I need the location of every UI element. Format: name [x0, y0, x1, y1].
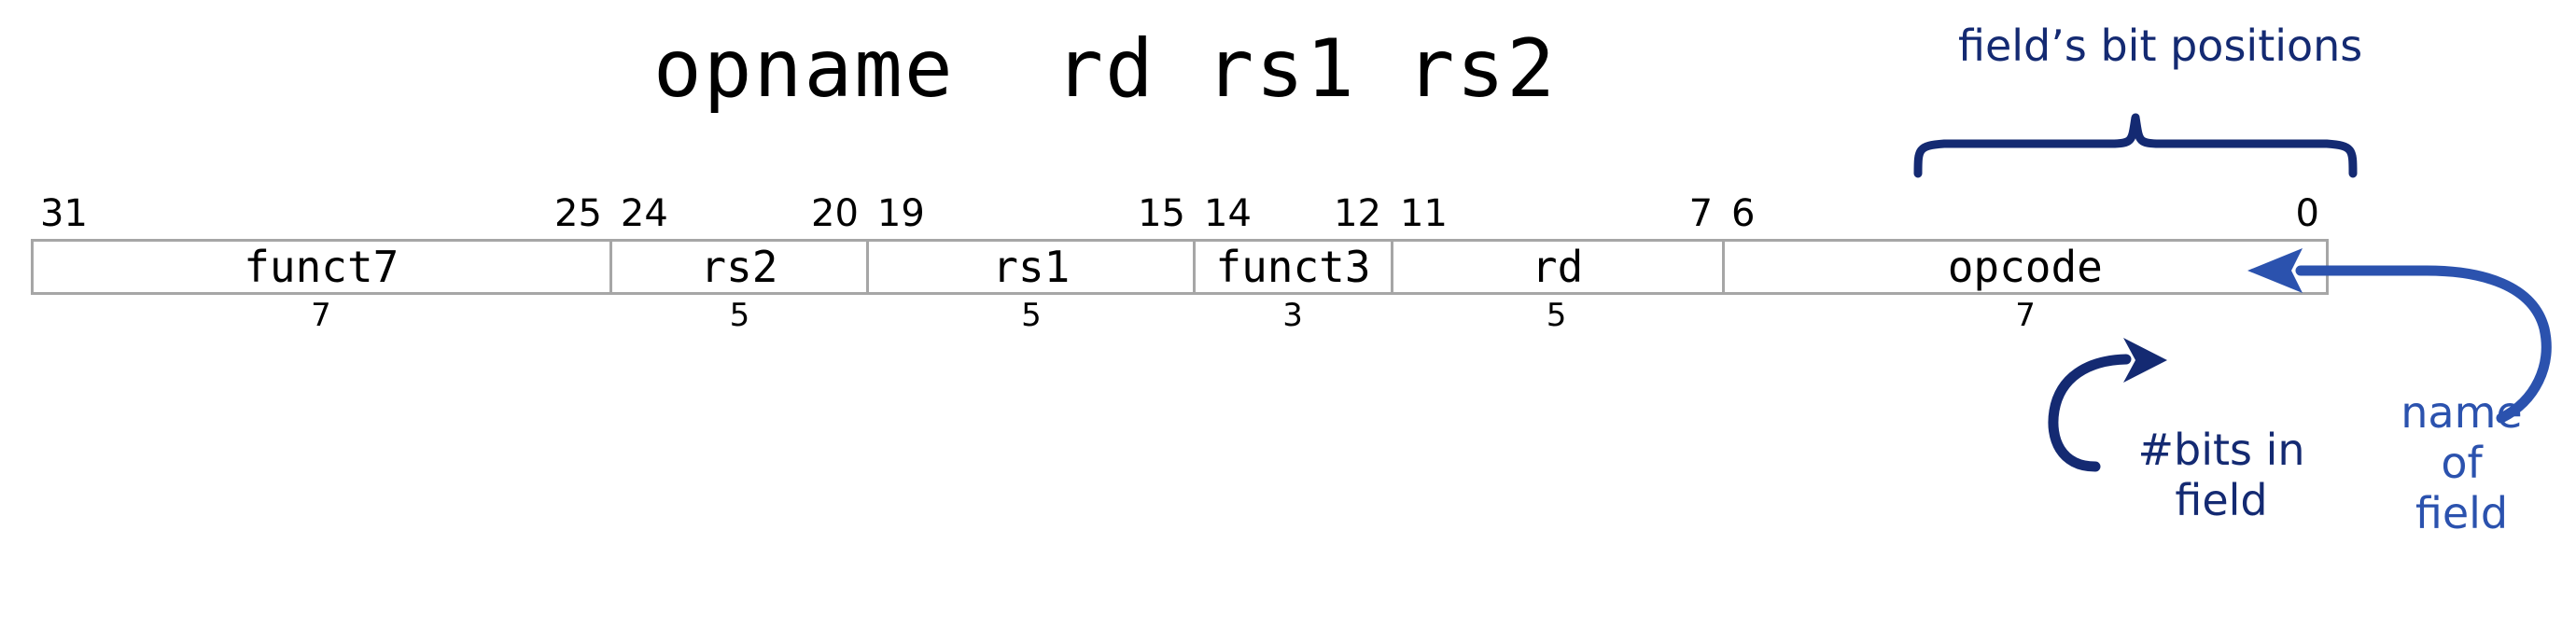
field-width-cell: 7: [31, 297, 611, 340]
bit-position-label: 20: [811, 192, 859, 235]
field-bit-width-row: 7 5 5 3 5 7: [31, 297, 2329, 340]
bit-position-label: 12: [1334, 192, 1382, 235]
field-box-rs1: rs1: [869, 242, 1197, 292]
field-width-cell: 5: [611, 297, 868, 340]
field-bit-width-label: 3: [1282, 297, 1303, 334]
field-width-cell: 5: [1391, 297, 1722, 340]
instruction-field-boxes: funct7 rs2 rs1 funct3 rd opcode: [31, 239, 2329, 295]
bit-position-label: 31: [40, 192, 88, 235]
field-name-label: funct3: [1215, 242, 1371, 292]
field-bit-width-label: 7: [311, 297, 331, 334]
field-width-cell: 7: [1722, 297, 2329, 340]
annotation-name-of-field: name of field: [2401, 387, 2523, 538]
field-box-rd: rd: [1393, 242, 1725, 292]
field-box-opcode: opcode: [1725, 242, 2326, 292]
bit-position-label: 6: [1731, 192, 1756, 235]
brace-bit-positions-icon: [1913, 113, 2358, 178]
field-width-cell: 5: [868, 297, 1195, 340]
bit-position-label: 7: [1688, 192, 1714, 235]
assembly-instruction-title: opname rd rs1 rs2: [653, 22, 1557, 116]
field-name-label: rs1: [992, 242, 1071, 292]
field-name-label: rd: [1531, 242, 1584, 292]
field-width-cell: 3: [1195, 297, 1391, 340]
field-box-funct3: funct3: [1196, 242, 1393, 292]
field-bit-width-label: 7: [2015, 297, 2036, 334]
bit-position-label: 14: [1204, 192, 1252, 235]
annotation-bits-in-field: #bits in field: [2137, 425, 2305, 525]
field-name-label: rs2: [700, 242, 778, 292]
field-name-label: funct7: [244, 242, 399, 292]
bit-position-label: 19: [876, 192, 925, 235]
field-box-rs2: rs2: [612, 242, 870, 292]
bit-position-label: 24: [620, 192, 668, 235]
field-bit-width-label: 5: [1546, 297, 1567, 334]
bit-position-label: 11: [1400, 192, 1448, 235]
bit-position-label: 25: [554, 192, 602, 235]
field-name-label: opcode: [1947, 242, 2103, 292]
arrowhead-bits-in-field-icon: [2123, 338, 2167, 383]
bit-position-label: 15: [1138, 192, 1186, 235]
field-box-funct7: funct7: [34, 242, 612, 292]
field-bit-width-label: 5: [1021, 297, 1042, 334]
bit-position-label: 0: [2295, 192, 2319, 235]
field-bit-width-label: 5: [729, 297, 750, 334]
annotation-field-bit-positions: field’s bit positions: [1958, 21, 2363, 71]
